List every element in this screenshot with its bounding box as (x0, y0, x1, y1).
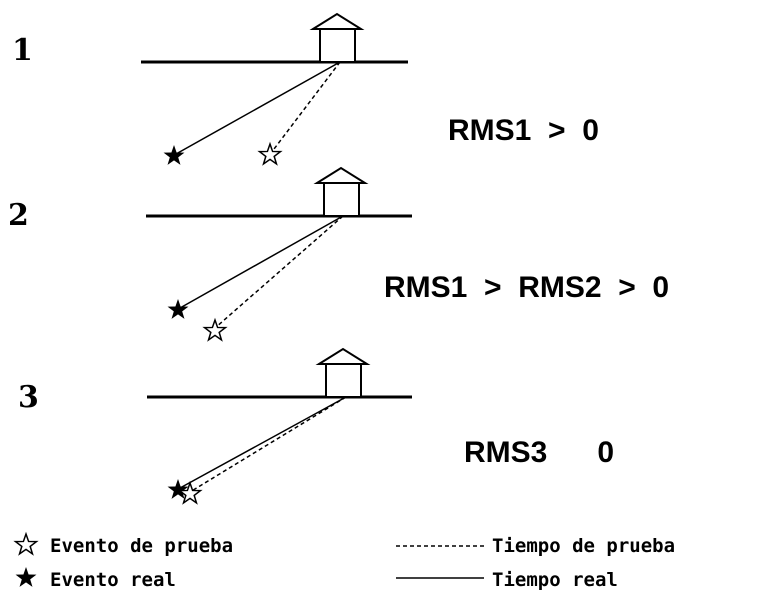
test-event-hollow-star-icon (203, 319, 227, 341)
panel-3: 3 RMS3 0 (18, 347, 614, 504)
station-house-icon (313, 166, 369, 217)
rms-condition: RMS3 0 (464, 436, 614, 469)
real-time-ray (179, 215, 344, 309)
panel-2: 2 RMS1 > RMS2 > 0 (8, 166, 669, 341)
real-time-ray (179, 396, 347, 489)
test-time-ray (214, 215, 344, 329)
test-time-ray (270, 61, 341, 154)
rms-condition: RMS1 > 0 (448, 114, 599, 147)
test-time-ray (189, 396, 347, 493)
real-time-ray (175, 61, 341, 155)
legend-hollow-star-icon (14, 533, 38, 555)
panel-number: 1 (12, 33, 33, 68)
panel-number: 3 (18, 380, 39, 415)
panel-number: 2 (8, 198, 29, 233)
real-event-filled-star-icon (167, 299, 189, 319)
real-event-filled-star-icon (163, 145, 185, 165)
panel-1: 1 RMS1 > 0 (12, 12, 599, 165)
legend-filled-star-icon (15, 567, 37, 587)
station-house-icon (309, 12, 365, 63)
legend-real-time-label: Tiempo real (492, 569, 618, 591)
legend-real-event-label: Evento real (50, 569, 176, 591)
legend-test-event-label: Evento de prueba (50, 535, 233, 557)
legend-test-time-label: Tiempo de prueba (492, 535, 675, 557)
test-event-hollow-star-icon (258, 143, 282, 165)
legend: Evento de prueba Evento real Tiempo de p… (14, 533, 675, 591)
rms-condition: RMS1 > RMS2 > 0 (384, 271, 669, 304)
station-house-icon (315, 347, 371, 398)
